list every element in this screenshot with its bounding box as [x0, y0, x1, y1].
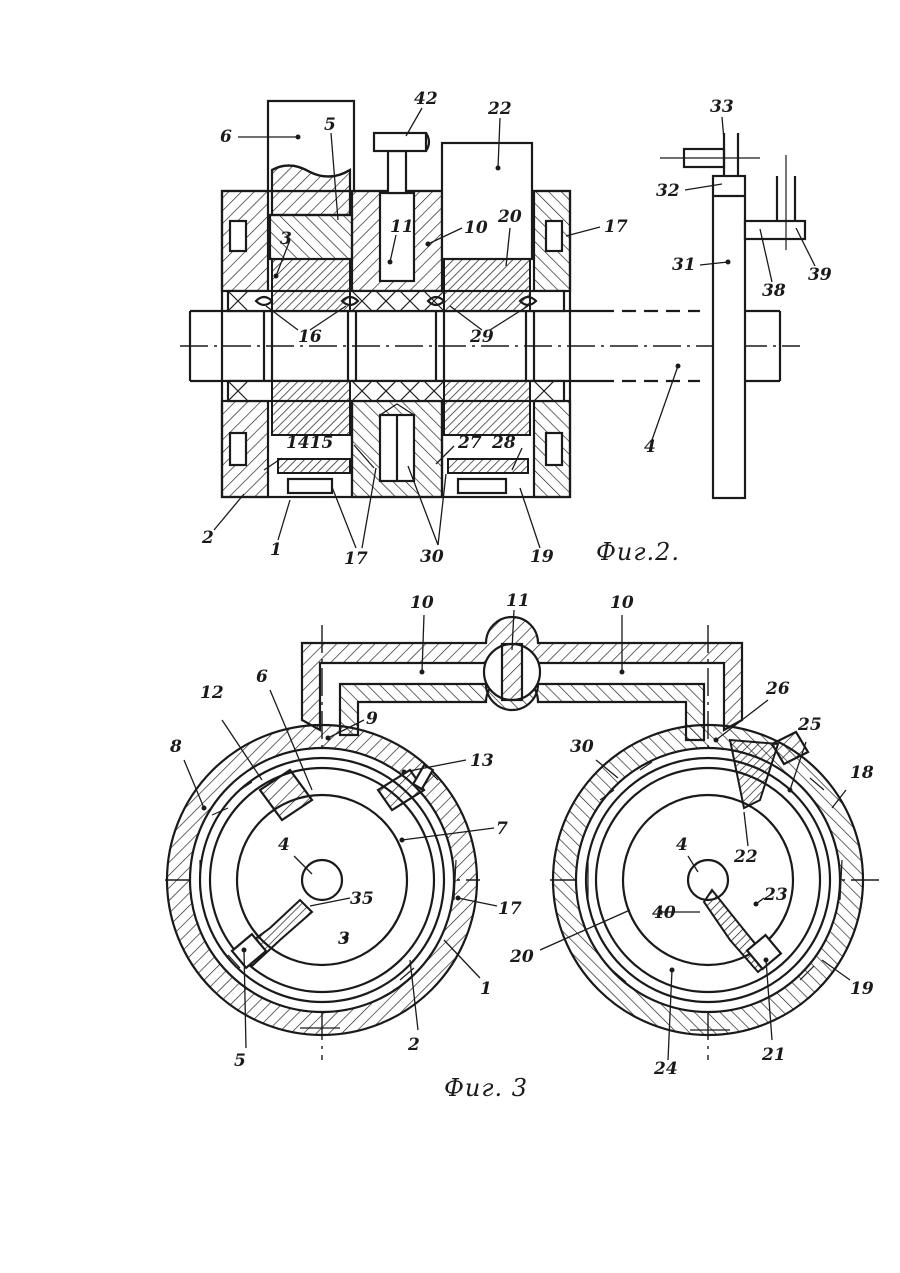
figure-2	[180, 101, 815, 548]
figure-2-caption: Фиг.2.	[596, 538, 680, 566]
part-label: 35	[350, 889, 374, 909]
part-label: 39	[808, 265, 832, 285]
part-label: 16	[298, 327, 322, 347]
part-label: 27	[457, 433, 482, 453]
part-label: 17	[604, 217, 628, 237]
part-label: 38	[762, 281, 786, 301]
part-label: 19	[530, 547, 554, 567]
part-label: 6	[256, 667, 268, 687]
part-label: 29	[469, 327, 494, 347]
part-label: 22	[733, 847, 758, 867]
right-wheel	[553, 725, 863, 1035]
part-label: 18	[850, 763, 874, 783]
part-label: 11	[506, 591, 530, 611]
part-label: 5	[234, 1051, 246, 1071]
part-label: 22	[487, 99, 512, 119]
part-label: 30	[420, 547, 444, 567]
rotor-3-upper	[272, 259, 350, 311]
part-label: 30	[570, 737, 594, 757]
left-wheel	[167, 725, 477, 1035]
part-label: 28	[491, 433, 516, 453]
part-label: 9	[366, 709, 378, 729]
part-label: 31	[672, 255, 696, 275]
part-label: 4	[278, 835, 290, 855]
part-label: 1	[480, 979, 492, 999]
part-label: 4	[644, 437, 656, 457]
part-label: 32	[656, 181, 680, 201]
part-label: 6	[220, 127, 232, 147]
part-label: 2	[407, 1035, 420, 1055]
part-label: 1415	[286, 433, 333, 453]
part-label: 17	[498, 899, 522, 919]
part-label: 19	[850, 979, 874, 999]
part-label: 23	[763, 885, 788, 905]
part-label: 10	[464, 218, 488, 238]
part-label: 4	[676, 835, 688, 855]
part-label: 3	[338, 929, 350, 949]
part-label: 8	[169, 737, 182, 757]
part-label: 26	[765, 679, 790, 699]
figure-3	[165, 610, 880, 1060]
part-label: 33	[710, 97, 734, 117]
part-label: 5	[324, 115, 336, 135]
part-label: 10	[610, 593, 634, 613]
block-22	[442, 143, 532, 259]
part-label: 10	[410, 593, 434, 613]
part-label: 20	[497, 207, 522, 227]
part-label: 17	[344, 549, 368, 569]
part-label: 24	[653, 1059, 678, 1079]
disk-31	[713, 176, 745, 498]
part-label: 1	[270, 540, 282, 560]
figure-3-caption: Фиг. 3	[444, 1074, 528, 1102]
part-label: 2	[201, 528, 214, 548]
part-label: 7	[496, 819, 508, 839]
part-label: 21	[761, 1045, 786, 1065]
part-label: 3	[280, 229, 292, 249]
rotor-20-lower	[444, 381, 530, 435]
part-label: 40	[652, 903, 676, 923]
rotor-3-lower	[272, 381, 350, 435]
part-label: 13	[470, 751, 494, 771]
part-label: 11	[390, 217, 414, 237]
part-label: 42	[414, 89, 438, 109]
part-label: 25	[797, 715, 822, 735]
part-label: 20	[509, 947, 534, 967]
rotor-20-upper	[444, 259, 530, 311]
part-label: 12	[200, 683, 224, 703]
